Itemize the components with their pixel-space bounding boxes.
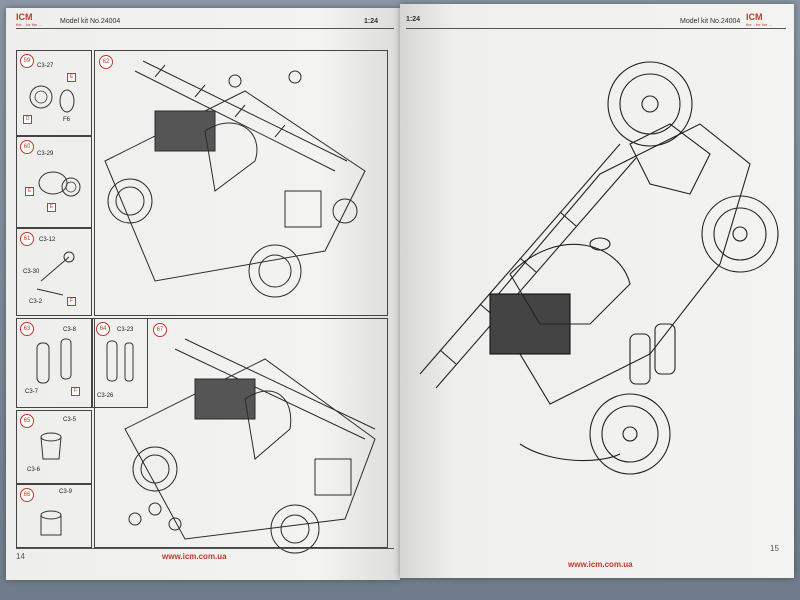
step-61-box: 61 C3-12 C3-30 C3-2 F bbox=[16, 228, 92, 316]
extinguisher-drawing bbox=[36, 338, 72, 384]
header-rule-left bbox=[16, 28, 394, 29]
website-url-left: www.icm.com.ua bbox=[162, 552, 227, 561]
step-67-box: 67 bbox=[94, 318, 388, 554]
lamp-drawing bbox=[38, 171, 81, 197]
step-59-box: 59 C3-27 F6 E D bbox=[16, 50, 92, 136]
kit-label-left: Model kit No.24004 bbox=[60, 18, 121, 25]
part-label: C3-9 bbox=[59, 489, 73, 495]
step-number: 65 bbox=[20, 414, 34, 428]
paint-tag: F bbox=[67, 297, 76, 306]
step-number: 59 bbox=[20, 54, 34, 68]
kit-label-right: Model kit No.24004 bbox=[680, 18, 741, 25]
header-rule-right bbox=[406, 28, 786, 29]
page-number-right: 15 bbox=[770, 544, 779, 553]
part-label: C3-7 bbox=[25, 389, 39, 395]
fire-truck-assembly-drawing bbox=[124, 338, 376, 554]
part-label: C3-23 bbox=[117, 327, 134, 333]
part-label: F6 bbox=[63, 117, 71, 123]
step-number: 63 bbox=[20, 322, 34, 336]
part-label: C3-2 bbox=[29, 299, 43, 305]
part-label: C3-26 bbox=[97, 393, 114, 399]
part-label: C3-6 bbox=[27, 467, 41, 473]
extinguisher-drawing bbox=[106, 340, 134, 382]
paint-tag: D bbox=[23, 115, 32, 124]
step-number: 60 bbox=[20, 140, 34, 154]
fire-truck-main-drawing bbox=[419, 61, 779, 475]
paint-tag: F bbox=[71, 387, 80, 396]
step-60-box: 60 C3-29 E E bbox=[16, 136, 92, 228]
paint-tag: E bbox=[67, 73, 76, 82]
bucket-drawing bbox=[40, 432, 62, 460]
part-label: C3-27 bbox=[37, 63, 54, 69]
paint-tag: E bbox=[25, 187, 34, 196]
step-number: 61 bbox=[20, 232, 34, 246]
part-label: C3-8 bbox=[63, 327, 77, 333]
footer-rule-left bbox=[16, 548, 394, 549]
drum-drawing bbox=[40, 510, 62, 536]
headlamp-drawing bbox=[29, 85, 75, 113]
scale-label-right: 1:24 bbox=[406, 16, 421, 23]
fire-truck-assembly-drawing bbox=[104, 60, 366, 298]
part-label: C3-12 bbox=[39, 237, 56, 243]
step-63-box: 63 C3-8 C3-7 F bbox=[16, 318, 92, 408]
part-label: C3-5 bbox=[63, 417, 77, 423]
bracket-drawing bbox=[36, 251, 75, 296]
step-65-box: 65 C3-5 C3-6 bbox=[16, 410, 92, 484]
paint-tag: E bbox=[47, 203, 56, 212]
step-62-box: 62 bbox=[94, 50, 388, 316]
page-number-left: 14 bbox=[16, 552, 25, 561]
part-label: C3-29 bbox=[37, 151, 54, 157]
scale-label-left: 1:24 bbox=[364, 18, 379, 25]
step-number: 66 bbox=[20, 488, 34, 502]
part-label: C3-30 bbox=[23, 269, 40, 275]
step-66-box: 66 C3-9 bbox=[16, 484, 92, 548]
step-number: 64 bbox=[96, 322, 110, 336]
website-url-right: www.icm.com.ua bbox=[568, 560, 633, 569]
step-number: 62 bbox=[99, 55, 113, 69]
step-number: 67 bbox=[153, 323, 167, 337]
